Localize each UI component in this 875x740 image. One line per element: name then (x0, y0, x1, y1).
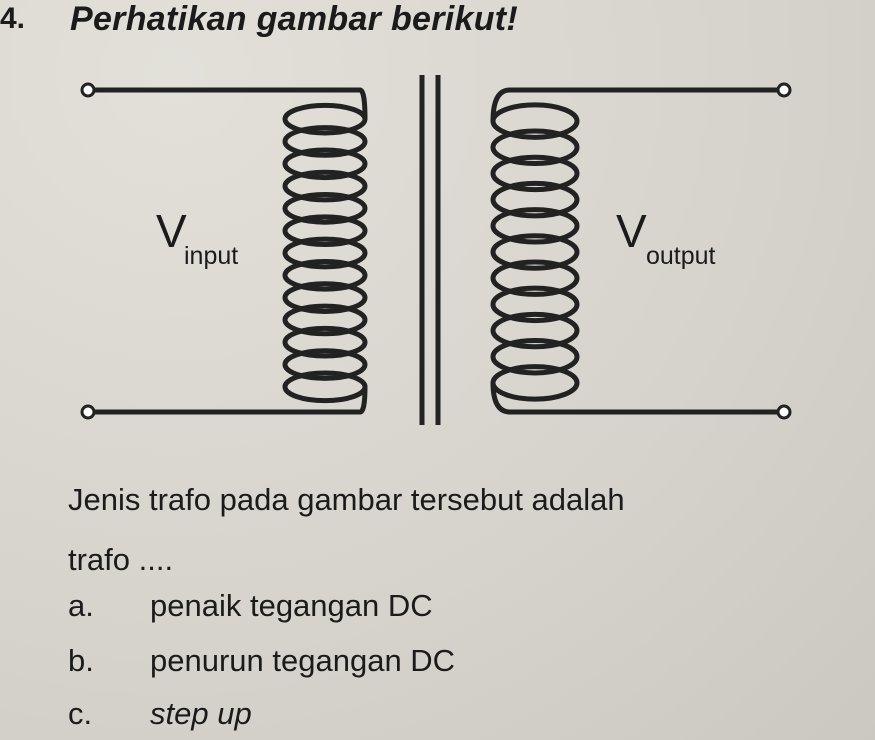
secondary-coil-turn (490, 128, 580, 167)
secondary-coil-turn (490, 337, 580, 376)
primary-coil-turn (282, 281, 368, 314)
primary-coil-turn (282, 258, 368, 292)
secondary-coil-top-connector (490, 87, 511, 122)
secondary-coil-turn (490, 285, 580, 324)
secondary-coil-turn (490, 259, 580, 297)
option-c[interactable]: c. step up (68, 696, 252, 732)
primary-bottom-terminal (80, 404, 96, 420)
primary-coil-bottom-connector (359, 386, 368, 415)
option-c-letter: c. (68, 696, 93, 731)
secondary-coil-turn (490, 233, 580, 271)
primary-coil-turn (282, 169, 368, 203)
secondary-coil-turn (490, 154, 580, 193)
option-a-letter: a. (68, 588, 94, 623)
primary-coil-turn (282, 303, 368, 337)
secondary-coil-turn (490, 207, 580, 245)
question-stem-line-2: trafo .... (68, 542, 174, 577)
option-b[interactable]: b. penurun tegangan DC (68, 643, 455, 679)
question-number: 4. (0, 2, 26, 35)
option-a-text: penaik tegangan DC (150, 588, 433, 623)
primary-coil-turn (282, 147, 368, 181)
primary-coil-turn (282, 325, 368, 359)
primary-coil-turn (282, 214, 368, 248)
primary-coil-turn (282, 192, 368, 225)
output-voltage-symbol: V (616, 205, 647, 257)
question-stem-line-1: Jenis trafo pada gambar tersebut adalah (68, 482, 625, 517)
output-voltage-subscript: output (646, 242, 716, 270)
option-b-text: penurun tegangan DC (150, 643, 456, 678)
option-a[interactable]: a. penaik tegangan DC (68, 588, 433, 624)
primary-coil-top-connector (359, 87, 368, 120)
primary-top-terminal (80, 82, 96, 98)
option-b-letter: b. (68, 643, 94, 678)
primary-coil (282, 87, 368, 415)
primary-coil-turn (282, 236, 368, 270)
input-voltage-subscript: input (184, 242, 239, 270)
primary-coil-turn (282, 125, 368, 158)
secondary-coil (490, 87, 580, 415)
secondary-coil-bottom-connector (490, 382, 511, 415)
transformer-drawing (80, 75, 792, 425)
secondary-top-terminal (776, 82, 792, 98)
secondary-bottom-terminal (776, 404, 792, 420)
transformer-diagram: V input V output (60, 60, 820, 440)
primary-coil-turn (282, 348, 368, 381)
question-header: Perhatikan gambar berikut! (70, 0, 519, 38)
option-c-text: step up (150, 696, 252, 731)
question-stem: Jenis trafo pada gambar tersebut adalah … (68, 470, 858, 590)
secondary-coil-turn (490, 180, 580, 219)
secondary-coil-turn (490, 102, 580, 140)
secondary-coil-turn (490, 311, 580, 350)
input-voltage-symbol: V (156, 205, 187, 257)
